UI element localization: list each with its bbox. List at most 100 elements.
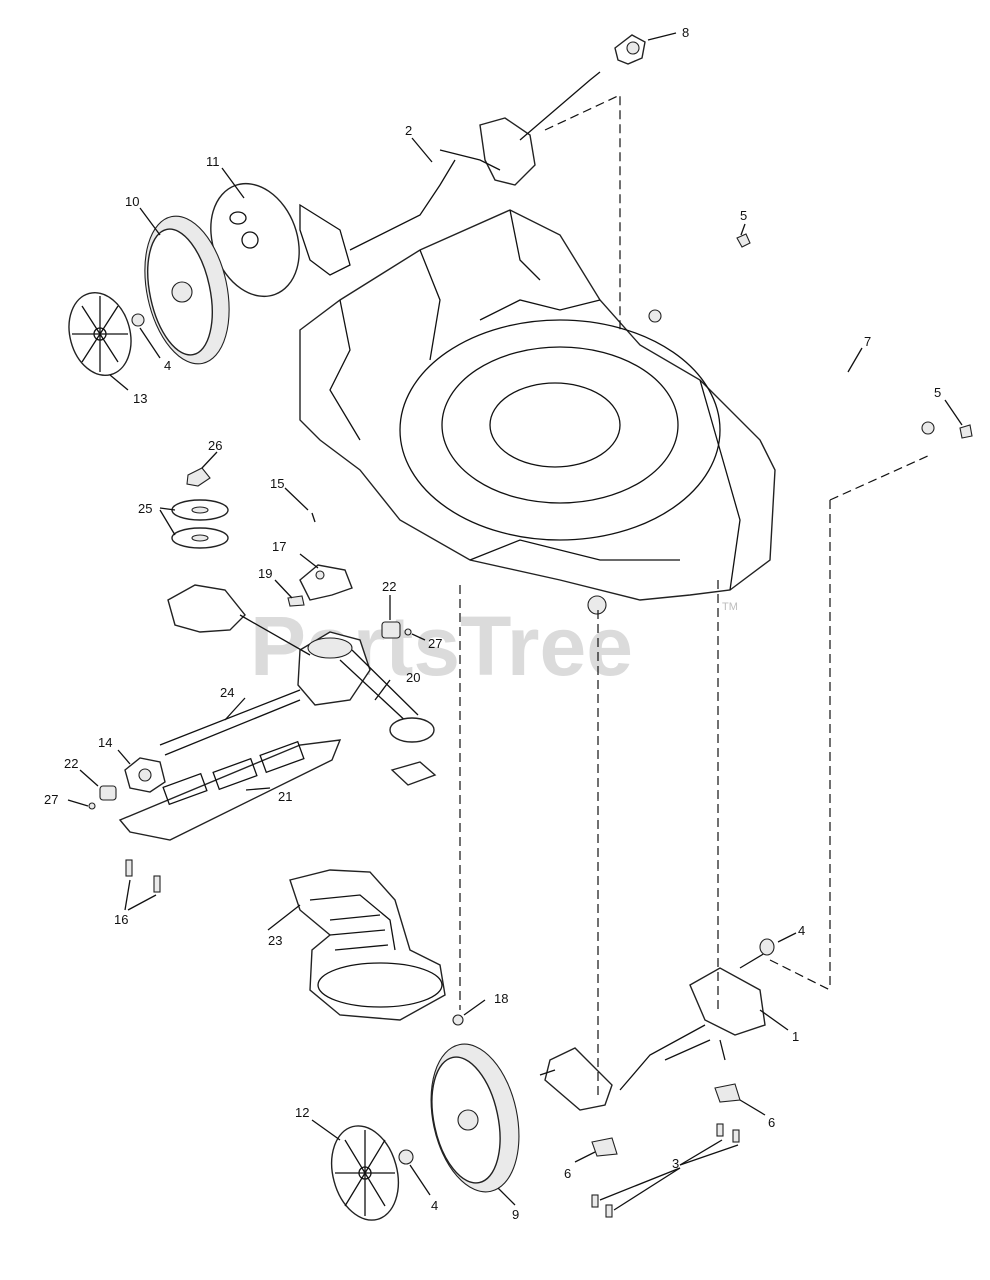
callout-6-right: 6 [768,1115,775,1130]
part-17-bracket[interactable] [299,564,353,601]
part-4-washer-right[interactable] [759,938,775,956]
part-6-bracket-a[interactable] [714,1083,741,1103]
part-23-deflector[interactable] [289,869,446,1021]
part-21-plate[interactable] [118,739,342,841]
leader-11 [221,167,245,199]
callout-15: 15 [270,476,284,491]
leader-14 [117,749,131,765]
leader-16a [124,879,131,911]
callout-3: 3 [672,1156,679,1171]
callout-4-right: 4 [798,923,805,938]
leader-3c [599,1167,681,1201]
part-5-nut-a[interactable] [736,233,751,248]
callout-20: 20 [406,670,420,685]
leader-15 [284,487,309,511]
leader-17 [299,553,319,569]
leader-7 [847,347,863,373]
callout-7: 7 [864,334,871,349]
mower-deck[interactable] [299,209,776,615]
callout-5-right: 5 [934,385,941,400]
leader-23 [267,904,301,931]
callout-5-top: 5 [740,208,747,223]
leader-3d [613,1167,681,1211]
part-25-pulley[interactable] [171,499,229,549]
part-1-front-axle[interactable] [539,949,771,1111]
callout-2: 2 [405,123,412,138]
callout-27-top: 27 [428,636,442,651]
watermark-tm: TM [722,601,738,613]
leader-21 [245,787,271,791]
part-22-gear-a[interactable] [381,621,401,639]
callout-17: 17 [272,539,286,554]
leader-10 [139,207,161,236]
leader-4c [777,932,797,943]
part-10-wheel[interactable] [132,208,241,371]
callout-13: 13 [133,391,147,406]
part-8-knob[interactable] [614,34,646,65]
callout-23: 23 [268,933,282,948]
callout-16: 16 [114,912,128,927]
transmission-assembly[interactable] [159,584,437,786]
part-4-washer-bottom[interactable] [398,1149,414,1165]
callout-25: 25 [138,501,152,516]
leader-22b [79,769,99,787]
leader-5a [740,223,746,236]
leader-6a [739,1099,766,1116]
part-2-height-lever[interactable] [299,71,601,276]
leader-4a [139,327,161,359]
leader-6b [574,1151,596,1163]
leader-9 [497,1187,516,1206]
callout-11: 11 [206,154,220,169]
part-27-screw-a[interactable] [404,628,412,636]
leader-26 [201,451,218,469]
part-13-hubcap[interactable] [60,286,140,383]
part-14-bearing[interactable] [124,757,166,793]
part-26-nut[interactable] [186,467,211,487]
part-9-wheel[interactable] [418,1036,531,1200]
part-22-gear-b[interactable] [99,785,117,801]
callout-8: 8 [682,25,689,40]
leader-16b [127,894,157,911]
assembly-lines [459,94,931,1100]
callout-1: 1 [792,1029,799,1044]
callout-14: 14 [98,735,112,750]
leader-1 [759,1009,789,1031]
callout-10: 10 [125,194,139,209]
leader-2 [411,137,433,163]
callout-4-bottom: 4 [431,1198,438,1213]
leader-19 [274,579,293,599]
part-18-nut[interactable] [452,1014,464,1026]
leader-13 [109,374,129,391]
callout-22-top: 22 [382,579,396,594]
leader-27b [67,799,89,807]
leader-3b [679,1144,739,1166]
leader-4b [409,1164,431,1196]
leader-8 [647,32,677,41]
callout-12: 12 [295,1105,309,1120]
callout-9: 9 [512,1207,519,1222]
part-16-pins[interactable] [125,859,161,893]
part-27-screw-b[interactable] [88,802,96,810]
leader-5b [944,399,963,426]
callout-21: 21 [278,789,292,804]
leader-12 [311,1119,341,1141]
callout-27-left: 27 [44,792,58,807]
callout-22-left: 22 [64,756,78,771]
part-19-clip[interactable] [287,595,305,607]
callout-labels: 8 2 11 10 4 13 5 7 5 26 15 25 17 1 9 22 2… [44,25,941,1222]
part-7-rear-axle[interactable] [648,287,935,435]
part-3-bolts[interactable] [591,1123,740,1218]
callout-6-bottom: 6 [564,1166,571,1181]
part-5-nut-b[interactable] [959,424,973,439]
part-4-washer-top[interactable] [131,313,145,327]
leader-20 [374,679,391,701]
callout-18: 18 [494,991,508,1006]
part-15-screw[interactable] [311,512,316,523]
part-6-bracket-b[interactable] [591,1137,618,1157]
leader-18 [463,999,486,1016]
leader-24 [224,697,246,721]
part-12-hubcap[interactable] [322,1118,409,1227]
leader-25b [159,509,176,536]
callout-26: 26 [208,438,222,453]
